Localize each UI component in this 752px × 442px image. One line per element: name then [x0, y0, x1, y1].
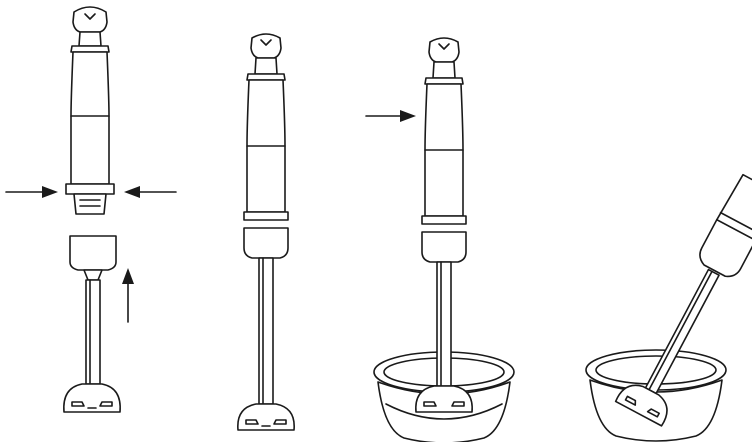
arrow-right-icon — [365, 110, 416, 122]
motor-unit — [65, 6, 115, 215]
hand-blender-icon — [415, 37, 473, 413]
step-2-assembled-blender — [237, 33, 295, 431]
bowl-front-rim — [385, 403, 503, 420]
step-3-blender-in-bowl — [365, 37, 515, 442]
step-1-attach-shaft — [5, 6, 177, 413]
hand-blender-icon — [237, 33, 295, 431]
arrow-right-icon — [5, 186, 58, 198]
shaft-unit — [63, 235, 121, 413]
arrow-up-icon — [122, 268, 134, 323]
arrow-left-icon — [124, 186, 177, 198]
step-4-blend-at-angle — [585, 173, 752, 442]
hand-blender-icon — [614, 173, 752, 427]
